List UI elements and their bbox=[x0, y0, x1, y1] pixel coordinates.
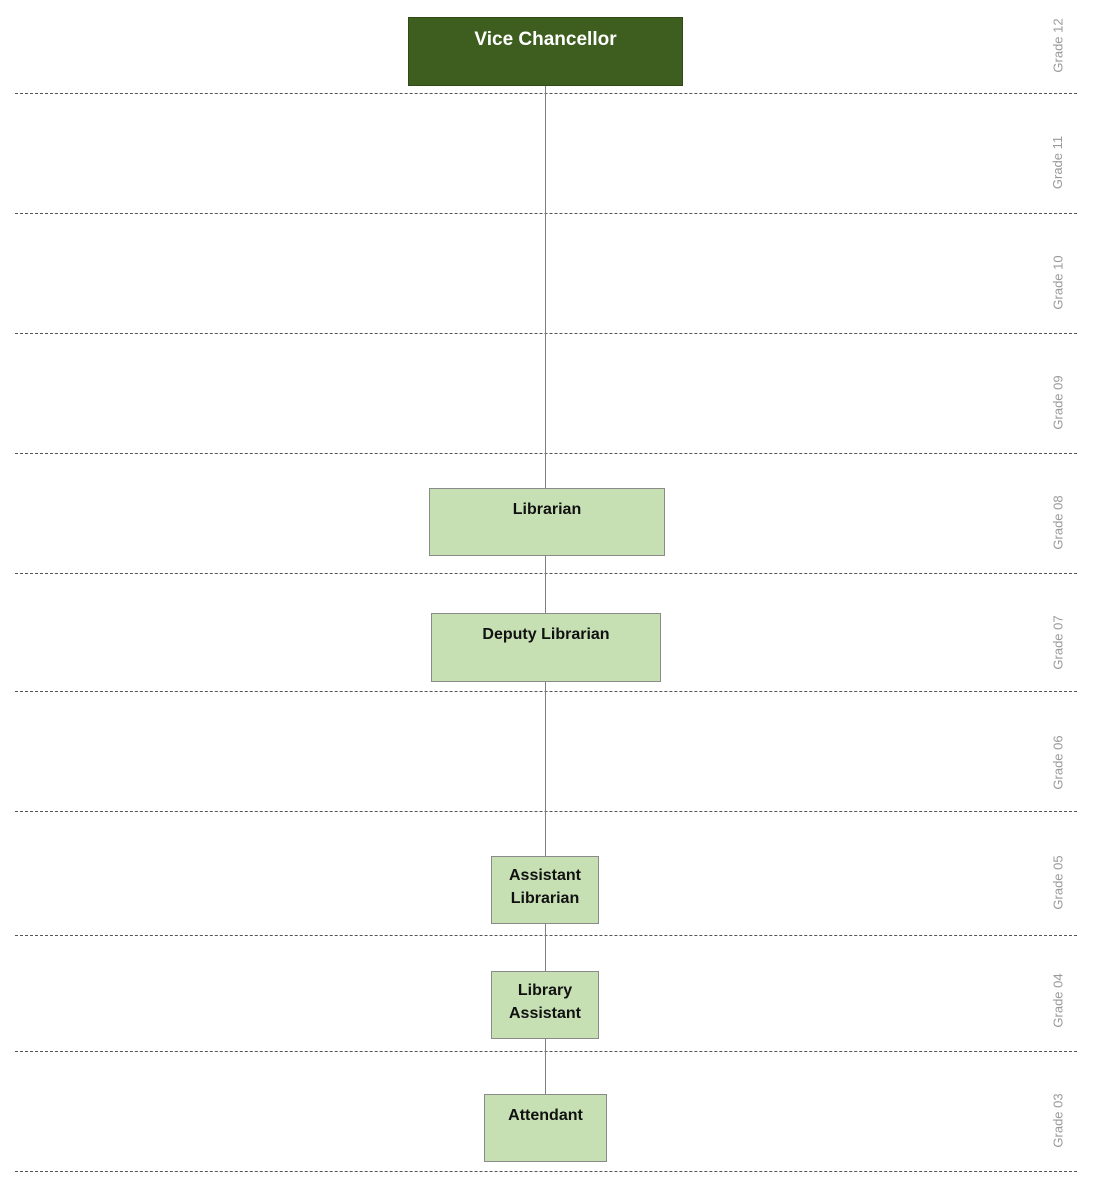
vice-chancellor-label: Vice Chancellor bbox=[474, 29, 617, 50]
grade-label-07: Grade 07 bbox=[1046, 595, 1070, 690]
grade-label-09: Grade 09 bbox=[1046, 355, 1070, 450]
connector-line bbox=[545, 86, 546, 488]
connector-line bbox=[545, 556, 546, 613]
library-assistant-line-1: Library bbox=[517, 982, 573, 999]
grade-label-text: Grade 08 bbox=[1050, 495, 1066, 550]
grade-label-text: Grade 03 bbox=[1050, 1093, 1066, 1148]
connector-line bbox=[545, 1039, 546, 1094]
grade-label-text: Grade 05 bbox=[1050, 855, 1066, 910]
assistant-librarian-label: Assistant Librarian bbox=[509, 864, 581, 910]
grade-label-text: Grade 09 bbox=[1050, 375, 1066, 430]
grade-separator bbox=[15, 573, 1077, 574]
grade-label-text: Grade 11 bbox=[1050, 135, 1066, 190]
grade-label-08: Grade 08 bbox=[1046, 475, 1070, 570]
deputy-librarian-label: Deputy Librarian bbox=[482, 626, 610, 643]
library-assistant-line-2: Assistant bbox=[508, 1005, 582, 1022]
grade-separator bbox=[15, 333, 1077, 334]
grade-label-05: Grade 05 bbox=[1046, 835, 1070, 930]
grade-separator bbox=[15, 213, 1077, 214]
grade-label-text: Grade 04 bbox=[1050, 973, 1066, 1028]
grade-label-11: Grade 11 bbox=[1046, 115, 1070, 210]
grade-label-text: Grade 07 bbox=[1050, 615, 1066, 670]
grade-separator bbox=[15, 935, 1077, 936]
library-assistant-box[interactable]: Library Assistant bbox=[491, 971, 599, 1039]
deputy-librarian-box[interactable]: Deputy Librarian bbox=[431, 613, 661, 682]
librarian-box[interactable]: Librarian bbox=[429, 488, 665, 556]
assistant-librarian-line-1: Assistant bbox=[508, 867, 582, 884]
grade-label-04: Grade 04 bbox=[1046, 953, 1070, 1048]
grade-separator bbox=[15, 93, 1077, 94]
grade-label-12: Grade 12 bbox=[1046, 0, 1070, 90]
grade-separator bbox=[15, 811, 1077, 812]
attendant-label: Attendant bbox=[508, 1107, 583, 1124]
grade-label-06: Grade 06 bbox=[1046, 715, 1070, 810]
grade-label-text: Grade 12 bbox=[1050, 17, 1066, 73]
connector-line bbox=[545, 924, 546, 971]
grade-label-10: Grade 10 bbox=[1046, 235, 1070, 330]
grade-label-text: Grade 06 bbox=[1050, 735, 1066, 790]
grade-separator bbox=[15, 691, 1077, 692]
grade-label-03: Grade 03 bbox=[1046, 1073, 1070, 1168]
vice-chancellor-box[interactable]: Vice Chancellor bbox=[408, 17, 683, 86]
connector-line bbox=[545, 682, 546, 856]
assistant-librarian-line-2: Librarian bbox=[510, 890, 580, 907]
grade-separator bbox=[15, 1171, 1077, 1172]
library-assistant-label: Library Assistant bbox=[509, 979, 581, 1025]
attendant-box[interactable]: Attendant bbox=[484, 1094, 607, 1162]
grade-separator bbox=[15, 453, 1077, 454]
grade-label-text: Grade 10 bbox=[1050, 255, 1066, 310]
librarian-label: Librarian bbox=[512, 501, 582, 518]
assistant-librarian-box[interactable]: Assistant Librarian bbox=[491, 856, 599, 924]
grade-separator bbox=[15, 1051, 1077, 1052]
